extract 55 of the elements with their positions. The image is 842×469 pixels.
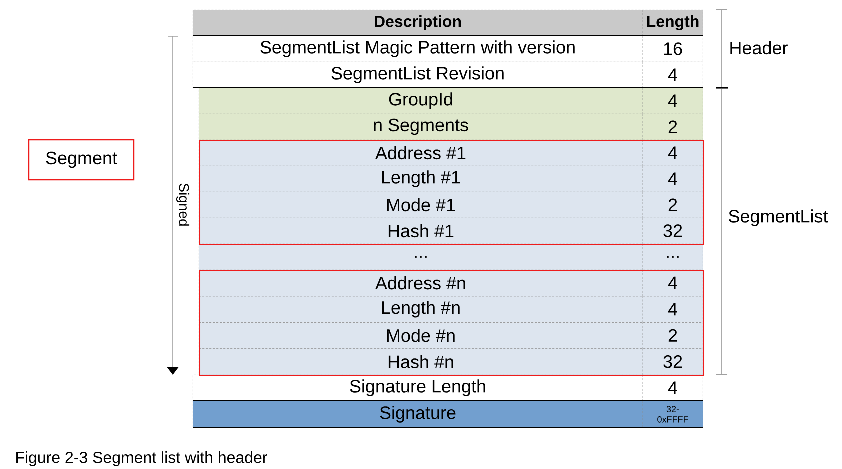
byte-length: 4	[668, 382, 678, 394]
byte-length: ...	[667, 256, 679, 258]
table-row	[199, 114, 704, 140]
side-label: Header	[730, 41, 788, 55]
figure-caption: Figure 2-3 Segment list with header	[16, 452, 268, 466]
field-name: Address #1	[376, 146, 466, 160]
field-name: SegmentList Magic Pattern with version	[260, 40, 575, 58]
side-label: SegmentList	[729, 210, 828, 226]
table-row	[199, 270, 704, 297]
field-name: SegmentList Revision	[332, 66, 504, 84]
byte-length: 2	[668, 329, 678, 342]
byte-length: Length	[647, 16, 699, 30]
byte-length: 32	[664, 356, 682, 368]
byte-length: 32	[664, 224, 682, 238]
table-row	[199, 218, 704, 244]
label-box: Segment	[28, 139, 135, 181]
table-row	[193, 374, 704, 402]
field-name: Length #1	[382, 170, 460, 188]
byte-length: 16	[664, 42, 682, 56]
group-frame	[199, 140, 704, 246]
table-row	[193, 62, 704, 88]
byte-length: 4	[668, 146, 678, 160]
field-name: Address #n	[376, 276, 466, 290]
table-row	[199, 140, 704, 166]
table-header-row	[193, 10, 704, 36]
byte-length: 4	[668, 276, 678, 290]
field-name: Hash #n	[388, 355, 454, 368]
field-name: GroupId	[389, 92, 452, 110]
field-name: Signature Length	[350, 380, 486, 396]
field-name: Mode #n	[387, 329, 455, 342]
byte-length: 2	[668, 198, 678, 212]
byte-length: 32- 0xFFFF	[658, 406, 688, 423]
vertical-label: Signed	[176, 184, 190, 226]
byte-length: 4	[668, 172, 678, 186]
table-row	[199, 348, 704, 376]
table-row	[199, 88, 704, 114]
table-row	[199, 166, 704, 192]
field-name: Signature	[380, 406, 456, 423]
field-name: Description	[375, 16, 462, 30]
field-name: Mode #1	[387, 198, 456, 212]
field-name: Hash #1	[388, 224, 454, 238]
table-row	[199, 322, 704, 350]
byte-length: 4	[668, 94, 678, 108]
table-row	[193, 400, 704, 428]
table-row	[199, 244, 704, 270]
byte-length: 2	[668, 120, 678, 134]
byte-length: 4	[668, 303, 678, 316]
field-name: ...	[415, 256, 427, 258]
byte-length: 4	[668, 68, 678, 82]
table-row	[199, 192, 704, 218]
table-row	[193, 36, 704, 62]
group-frame	[199, 270, 704, 376]
field-name: Length #n	[382, 301, 460, 318]
table-row	[199, 296, 704, 323]
field-name: n Segments	[374, 118, 468, 136]
